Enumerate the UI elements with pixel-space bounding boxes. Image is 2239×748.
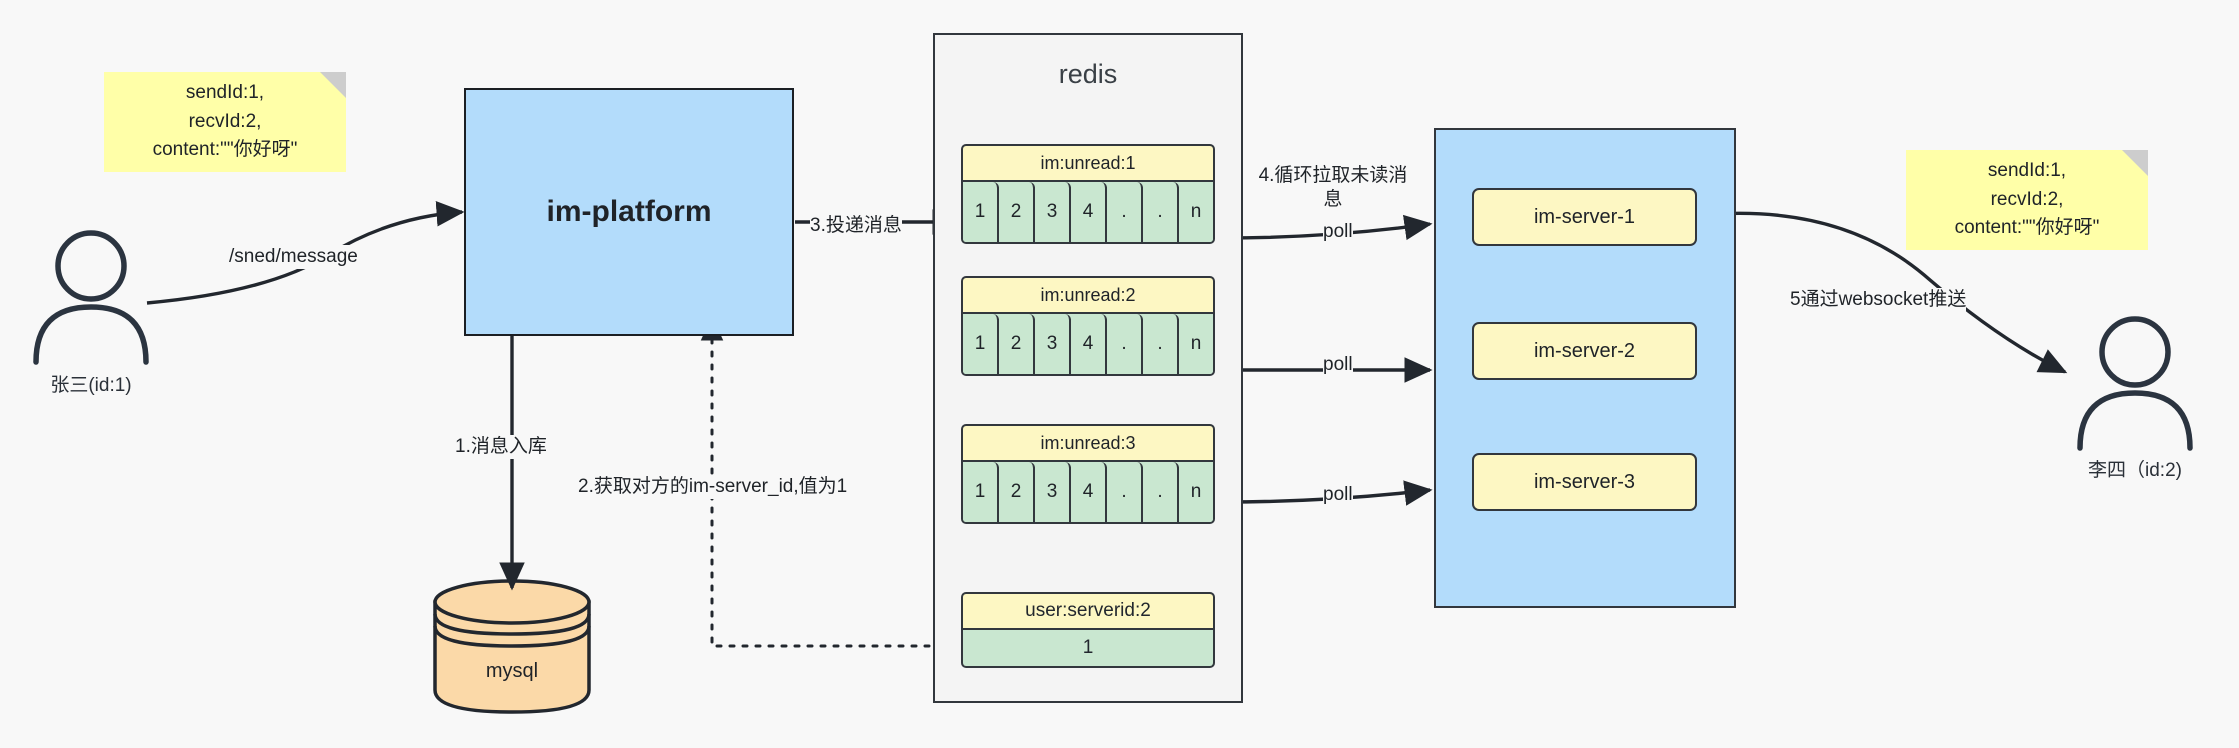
list-cell: . [1107, 314, 1143, 374]
list-cell: 1 [963, 314, 999, 374]
sender-label: 张三(id:1) [50, 375, 132, 396]
redis-key-group-2: im:unread:3 1 2 3 4 . . n [961, 424, 1215, 524]
redis-list-0: 1 2 3 4 . . n [961, 182, 1215, 244]
list-cell: 2 [999, 462, 1035, 522]
list-cell: . [1143, 314, 1179, 374]
redis-list-2: 1 2 3 4 . . n [961, 462, 1215, 524]
im-server-2-node[interactable]: im-server-2 [1472, 322, 1697, 380]
list-cell: 1 [963, 462, 999, 522]
list-cell: 3 [1035, 182, 1071, 242]
list-cell: 2 [999, 182, 1035, 242]
im-server-2-label: im-server-2 [1533, 339, 1636, 362]
list-cell: . [1143, 462, 1179, 522]
edge-label-poll-3: poll [1323, 483, 1353, 507]
im-server-3-label: im-server-3 [1533, 470, 1636, 493]
sticky-note-right-text: sendId:1, recvId:2, content:""你好呀" [1954, 160, 2100, 239]
list-cell: 3 [1035, 314, 1071, 374]
mysql-cylinder-icon [433, 579, 591, 714]
sticky-note-right: sendId:1, recvId:2, content:""你好呀" [1906, 150, 2148, 250]
list-cell: 2 [999, 314, 1035, 374]
list-cell: 3 [1035, 462, 1071, 522]
edge-label-step5: 5通过websocket推送 [1790, 288, 1967, 312]
list-cell: . [1107, 462, 1143, 522]
edge-label-step1: 1.消息入库 [455, 435, 547, 459]
receiver-label: 李四（id:2) [2088, 460, 2182, 481]
im-platform-node[interactable]: im-platform [464, 88, 794, 336]
kv-value-label: 1 [961, 630, 1215, 668]
edge-label-poll-2: poll [1323, 353, 1353, 377]
edge-get-server-id [700, 315, 957, 648]
edge-label-step4: 4.循环拉取未读消 息 [1258, 164, 1408, 212]
redis-key-label-2: im:unread:3 [961, 424, 1215, 462]
list-cell: n [1179, 462, 1213, 522]
list-cell: 4 [1071, 182, 1107, 242]
list-cell: n [1179, 314, 1213, 374]
list-cell: . [1143, 182, 1179, 242]
redis-kv-user-serverid: user:serverid:2 1 [961, 592, 1215, 668]
edge-websocket-push [1691, 211, 2068, 374]
redis-list-1: 1 2 3 4 . . n [961, 314, 1215, 376]
sticky-fold-icon [2122, 150, 2148, 176]
redis-key-label-1: im:unread:2 [961, 276, 1215, 314]
list-cell: n [1179, 182, 1213, 242]
sender-avatar-icon [33, 230, 149, 365]
kv-key-label: user:serverid:2 [961, 592, 1215, 630]
edge-label-step2: 2.获取对方的im-server_id,值为1 [578, 475, 848, 499]
im-platform-label: im-platform [546, 195, 712, 228]
sticky-note-left: sendId:1, recvId:2, content:""你好呀" [104, 72, 346, 172]
redis-key-group-0: im:unread:1 1 2 3 4 . . n [961, 144, 1215, 244]
redis-title: redis [1058, 59, 1118, 89]
edge-label-step3: 3.投递消息 [810, 214, 902, 238]
sticky-note-left-text: sendId:1, recvId:2, content:""你好呀" [152, 82, 298, 161]
list-cell: 1 [963, 182, 999, 242]
im-server-1-label: im-server-1 [1533, 205, 1636, 228]
mysql-label: mysql [485, 660, 539, 682]
list-cell: 4 [1071, 462, 1107, 522]
im-server-1-node[interactable]: im-server-1 [1472, 188, 1697, 246]
receiver-avatar-icon [2077, 316, 2193, 451]
edge-label-poll-1: poll [1323, 220, 1353, 244]
im-server-3-node[interactable]: im-server-3 [1472, 453, 1697, 511]
edge-label-send-message: /sned/message [229, 245, 358, 269]
list-cell: . [1107, 182, 1143, 242]
sticky-fold-icon [320, 72, 346, 98]
redis-key-group-1: im:unread:2 1 2 3 4 . . n [961, 276, 1215, 376]
redis-key-label-0: im:unread:1 [961, 144, 1215, 182]
list-cell: 4 [1071, 314, 1107, 374]
